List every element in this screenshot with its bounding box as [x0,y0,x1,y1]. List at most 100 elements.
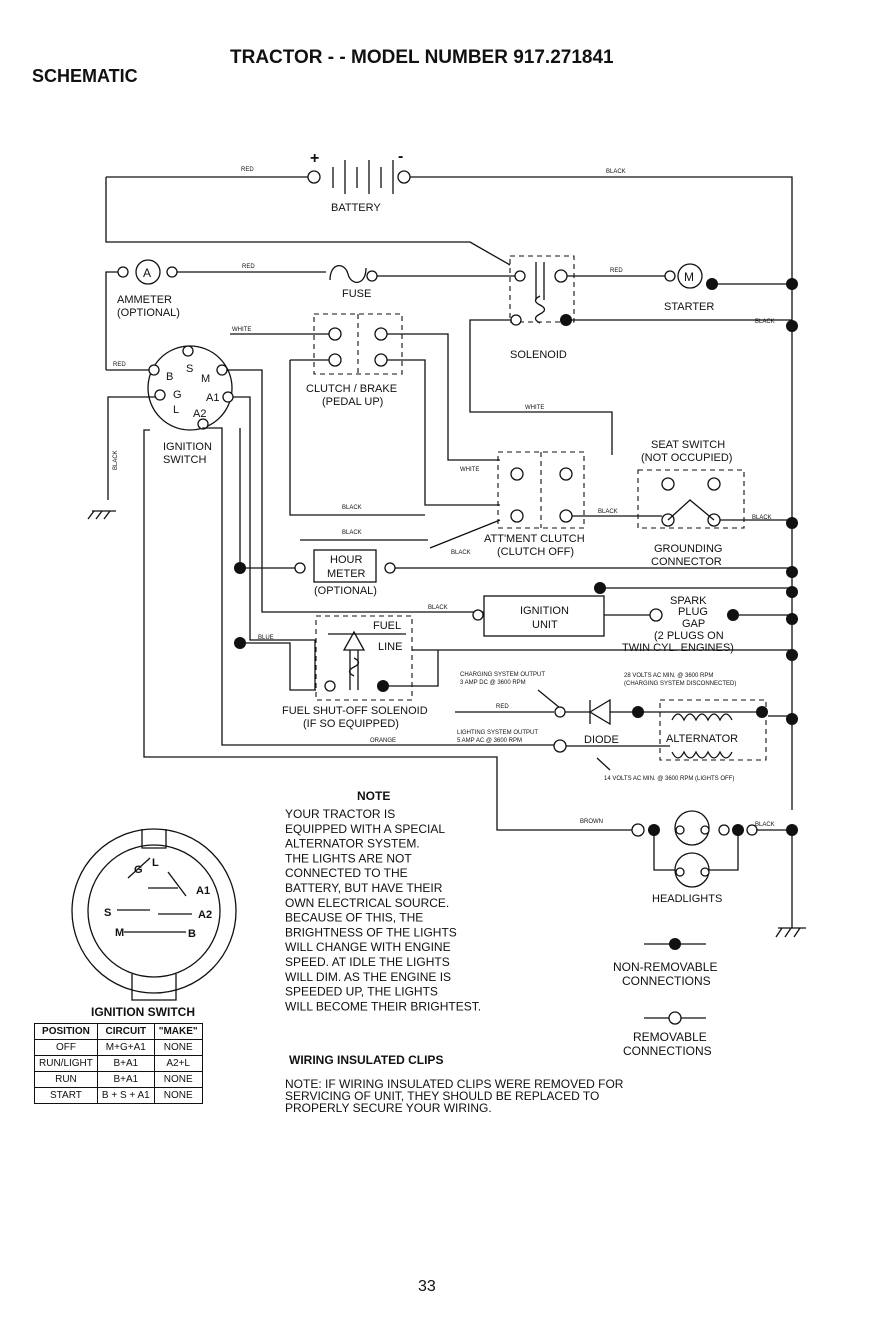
hour-meter-box [313,549,377,583]
svg-text:HOUR: HOUR [330,554,362,566]
ignition-connector-view [71,828,237,1001]
ground-symbol [87,510,116,520]
svg-text:(NOT OCCUPIED): (NOT OCCUPIED) [641,452,732,464]
svg-text:BLACK: BLACK [755,319,775,325]
svg-text:BLACK: BLACK [342,530,362,536]
table-cell: START [34,1087,98,1104]
svg-text:CONNECTIONS: CONNECTIONS [622,974,711,988]
svg-text:L: L [173,404,179,416]
svg-text:LINE: LINE [378,641,402,653]
table-cell: NONE [153,1071,203,1088]
svg-text:FUEL: FUEL [373,620,401,632]
svg-text:B: B [188,928,196,940]
svg-text:M: M [201,373,210,385]
svg-text:A: A [143,266,151,280]
svg-text:AMMETER: AMMETER [117,294,172,306]
note-heading: NOTE [357,789,390,803]
svg-text:REMOVABLE: REMOVABLE [633,1030,707,1044]
svg-text:G: G [134,864,143,876]
battery-symbol [307,160,411,194]
legend-non-removable: NON-REMOVABLE CONNECTIONS [613,938,717,988]
note-line: WILL BECOME THEIR BRIGHTEST. [285,999,481,1013]
svg-text:WHITE: WHITE [460,467,479,473]
svg-text:BLACK: BLACK [428,605,448,611]
svg-text:HEADLIGHTS: HEADLIGHTS [652,893,722,905]
svg-text:BLACK: BLACK [598,509,618,515]
svg-text:BLACK: BLACK [342,505,362,511]
svg-text:LIGHTING SYSTEM OUTPUT: LIGHTING SYSTEM OUTPUT [457,730,538,736]
svg-text:(CHARGING SYSTEM DISCONNECTED): (CHARGING SYSTEM DISCONNECTED) [624,681,736,687]
note-line: PROPERLY SECURE YOUR WIRING. [285,1101,492,1115]
svg-text:DIODE: DIODE [584,734,619,746]
svg-text:S: S [186,363,193,375]
svg-text:CLUTCH / BRAKE: CLUTCH / BRAKE [306,383,397,395]
ground-symbol-right [775,927,806,938]
note-line: BATTERY, BUT HAVE THEIR [285,881,443,895]
table-cell: B + S + A1 [96,1087,155,1104]
svg-text:14 VOLTS AC MIN. @ 3600 RPM (L: 14 VOLTS AC MIN. @ 3600 RPM (LIGHTS OFF) [604,776,734,782]
svg-text:(PEDAL UP): (PEDAL UP) [322,396,383,408]
svg-text:CHARGING SYSTEM OUTPUT: CHARGING SYSTEM OUTPUT [460,672,545,678]
ignition-switch-body [147,345,233,431]
svg-text:SWITCH: SWITCH [163,454,206,466]
table-cell: B+A1 [96,1055,155,1072]
svg-text:M: M [684,270,694,284]
table-row: RUN B+A1 NONE [34,1071,203,1088]
table-cell: M+G+A1 [96,1039,155,1056]
note-line: BECAUSE OF THIS, THE [285,911,423,925]
note-line: BRIGHTNESS OF THE LIGHTS [285,925,457,939]
svg-text:RED: RED [113,362,126,368]
svg-text:A2: A2 [198,909,212,921]
section-label: SCHEMATIC [32,66,138,86]
svg-text:WHITE: WHITE [525,405,544,411]
table-header-row: POSITION CIRCUIT "MAKE" [34,1023,203,1040]
svg-text:ATT'MENT CLUTCH: ATT'MENT CLUTCH [484,533,585,545]
svg-text:B: B [166,371,173,383]
note-line: WILL DIM. AS THE ENGINE IS [285,970,451,984]
svg-text:M: M [115,927,124,939]
note-line: SPEEDED UP, THE LIGHTS [285,985,438,999]
svg-text:GROUNDING: GROUNDING [654,543,722,555]
diode-symbol [588,698,611,726]
svg-text:METER: METER [327,568,366,580]
note-line: OWN ELECTRICAL SOURCE. [285,896,449,910]
svg-text:CONNECTIONS: CONNECTIONS [623,1044,712,1058]
table-cell: RUN [34,1071,98,1088]
svg-text:(2 PLUGS ON: (2 PLUGS ON [654,630,724,642]
clips-heading: WIRING INSULATED CLIPS [289,1053,443,1067]
svg-text:RED: RED [242,264,255,270]
note-line: SERVICING OF UNIT, THEY SHOULD BE REPLAC… [285,1089,599,1103]
page-number: 33 [418,1278,436,1295]
svg-text:NON-REMOVABLE: NON-REMOVABLE [613,960,717,974]
fuse-symbol [329,265,367,283]
battery-positive: + [310,150,319,167]
note-line: THE LIGHTS ARE NOT [285,851,412,865]
note-line: NOTE: IF WIRING INSULATED CLIPS WERE REM… [285,1077,624,1091]
svg-text:A1: A1 [206,392,219,404]
solenoid-label: SOLENOID [510,349,567,361]
svg-text:BLUE: BLUE [258,635,274,641]
table-header: CIRCUIT [96,1023,155,1040]
svg-text:IGNITION: IGNITION [520,605,569,617]
svg-text:28 VOLTS AC MIN. @ 3600 RPM: 28 VOLTS AC MIN. @ 3600 RPM [624,673,713,679]
ignition-switch-table: POSITION CIRCUIT "MAKE" OFF M+G+A1 NONE … [34,1023,203,1104]
table-header: POSITION [34,1023,98,1040]
svg-text:FUSE: FUSE [342,288,371,300]
table-cell: OFF [34,1039,98,1056]
note-line: CONNECTED TO THE [285,866,408,880]
svg-text:IGNITION: IGNITION [163,441,212,453]
table-cell: B+A1 [96,1071,155,1088]
ammeter-symbol [135,259,161,285]
svg-text:RED: RED [241,167,254,173]
svg-text:BLACK: BLACK [451,550,471,556]
svg-text:BLACK: BLACK [752,515,772,521]
svg-text:STARTER: STARTER [664,301,714,313]
svg-text:ALTERNATOR: ALTERNATOR [666,733,738,745]
table-cell: NONE [153,1087,203,1104]
note-line: YOUR TRACTOR IS [285,807,395,821]
battery-negative: - [398,148,403,165]
svg-text:CONNECTOR: CONNECTOR [651,556,722,568]
svg-text:(IF SO EQUIPPED): (IF SO EQUIPPED) [303,718,399,730]
svg-text:WHITE: WHITE [232,327,251,333]
